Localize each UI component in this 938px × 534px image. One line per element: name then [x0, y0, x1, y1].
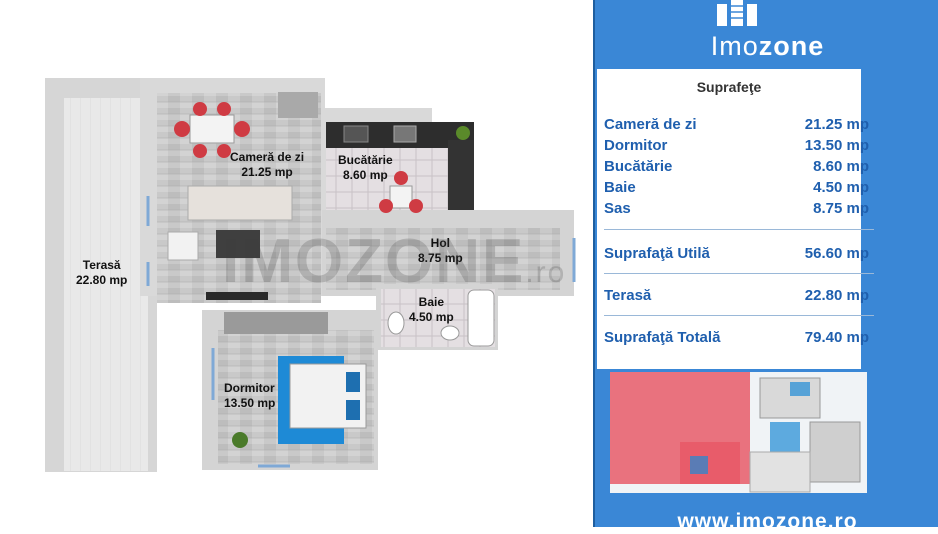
- floor-plan-drawing: [45, 78, 576, 472]
- separator: [604, 273, 874, 274]
- hall-floor: [326, 228, 560, 290]
- separator: [604, 315, 874, 316]
- stove-icon: [343, 125, 369, 143]
- website-url: www.imozone.ro: [677, 510, 858, 533]
- chair-icon: [234, 121, 250, 137]
- minimap-floor-plan: [610, 372, 867, 493]
- bedroom-plant-icon: [232, 432, 248, 448]
- chair-icon: [394, 171, 408, 185]
- dining-table-icon: [189, 114, 235, 144]
- chair-icon: [217, 102, 231, 116]
- brand-header: Imozone: [595, 0, 938, 68]
- watermark: IMOZONE.ro: [222, 227, 567, 296]
- kitchen-side-counter: [448, 140, 474, 214]
- pillow-icon: [346, 400, 360, 420]
- chair-icon: [409, 199, 423, 213]
- toilet-icon: [387, 311, 405, 335]
- rug-icon: [216, 230, 260, 258]
- bathtub-icon: [467, 289, 495, 347]
- pillow-icon: [346, 372, 360, 392]
- wardrobe-icon: [224, 312, 328, 334]
- tv-icon: [206, 292, 268, 300]
- chair-icon: [379, 199, 393, 213]
- chair-icon: [193, 144, 207, 158]
- brand-name: Imozone: [710, 31, 825, 61]
- separator: [604, 229, 874, 230]
- sofa-icon: [187, 185, 293, 221]
- stairs-icon: [278, 92, 318, 118]
- chair-icon: [217, 144, 231, 158]
- chair-icon: [193, 102, 207, 116]
- areas-heading: Suprafeţe: [696, 79, 762, 95]
- chair-icon: [174, 121, 190, 137]
- kitchen-table-icon: [389, 185, 413, 209]
- terrace-floor: [64, 98, 148, 471]
- sink-bath-icon: [440, 325, 460, 341]
- kitchen-plant-icon: [456, 126, 470, 140]
- armchair-icon: [167, 231, 199, 261]
- building-logo-icon: [717, 0, 757, 26]
- sink-icon: [393, 125, 417, 143]
